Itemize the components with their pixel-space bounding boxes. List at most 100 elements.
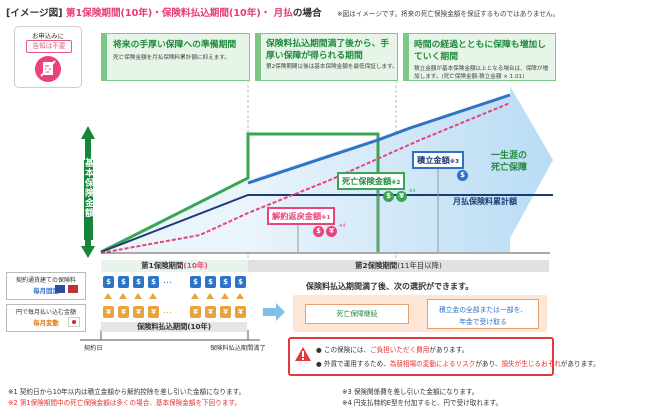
jpy-premium-icon: ¥ — [205, 306, 216, 318]
options-intro: 保険料払込期間満了後、次の選択ができます。 — [306, 282, 474, 291]
no-disclosure-notice: お申込みに 告知は不要 — [14, 26, 82, 88]
option-continue-coverage: 死亡保障継続 — [305, 304, 409, 324]
monthly-fixed-label: 毎月固定 — [33, 287, 59, 295]
footnote-4: ※4 円支払特約E型を付加すると、円で受け取れます。 — [342, 399, 503, 407]
phase3-title: 時間の経過とともに保障も増加していく期間 — [414, 40, 546, 62]
option-annuity: 積立金の全部または一部を、 年金で受け取る — [427, 299, 539, 329]
phase3-sub: 積立金額が基本保険金額以上となる場合は、保障が増加します。(死亡保険金額:積立金… — [414, 66, 549, 80]
option-annuity-line2: 年金で受け取る — [459, 318, 507, 326]
phase1-sub: 死亡保険金額を月払保険料累計額に抑えます。 — [113, 55, 230, 61]
death-note: ※2 — [391, 180, 401, 186]
warning2-mid: があり、 — [475, 360, 502, 368]
phase2-title: 保険料払込期間満了後から、手厚い保障が得られる期間 — [266, 39, 390, 61]
warning2-red2: 損失が生じるおそれ — [501, 360, 561, 368]
fund-text: 積立金額 — [417, 155, 450, 165]
warning-line2: ● 外貨で運用するため、為替相場の変動によるリスクがあり、損失が生じるおそれがあ… — [316, 360, 600, 368]
phase1-title: 将来の手厚い保障への準備期間 — [113, 40, 237, 50]
jpy-premium-icon: ¥ — [103, 306, 114, 318]
contract-currency-label: 契約通貨建ての保険料 — [15, 277, 76, 284]
usd-premium-icon: $ — [235, 276, 246, 288]
first-period-years: (10年) — [183, 261, 208, 270]
jpy-premium-icon: ¥ — [220, 306, 231, 318]
option-annuity-line1: 積立金の全部または一部を、 — [438, 306, 528, 314]
jpy-coin-icon: ¥ — [396, 191, 407, 202]
usd-coin-icon: $ — [383, 191, 394, 202]
jpy-premium-icon: ¥ — [235, 306, 246, 318]
usa-flag-icon — [68, 285, 78, 293]
header-paymode: 月払 — [273, 8, 293, 19]
header-title: [イメージ図] 第1保険期間(10年)・保険料払込期間(10年)・ 月払の場合 … — [6, 5, 559, 19]
phase-growth: 時間の経過とともに保障も増加していく期間 積立金額が基本保険金額以上となる場合は… — [403, 33, 556, 81]
usd-coin-icon: $ — [313, 226, 324, 237]
warning-line1: ● この保険には、ご負担いただく費用があります。 — [316, 346, 469, 354]
surrender-label: 解約返戻金額※1 — [267, 207, 336, 225]
arrow-up-icon — [119, 293, 127, 299]
warning1-red: ご負担いただく費用 — [370, 346, 430, 354]
lifetime-label: 一生涯の死亡保障 — [490, 151, 527, 173]
arrow-up-icon — [104, 293, 112, 299]
usd-premium-icon: $ — [190, 276, 201, 288]
risk-warning-box: ● この保険には、ご負担いただく費用があります。 ● 外貨で運用するため、為替相… — [288, 337, 600, 376]
usd-premium-icon: $ — [220, 276, 231, 288]
header-suffix: の場合 — [292, 8, 322, 19]
phase-preparation: 将来の手厚い保障への準備期間 死亡保険金額を月払保険料累計額に抑えます。 — [101, 33, 250, 81]
contract-date-label: 契約日 — [84, 345, 103, 352]
notice-line2: 告知は不要 — [26, 40, 72, 53]
usd-premium-icon: $ — [103, 276, 114, 288]
cumulative-label: 月払保険料累計額 — [453, 197, 517, 206]
usd-premium-icon: $ — [118, 276, 129, 288]
arrow-up-icon — [236, 293, 244, 299]
ellipsis-icon: … — [163, 306, 172, 316]
second-period-years: (11年目以降) — [397, 261, 442, 270]
contract-currency-box: 契約通貨建ての保険料 毎月固定 — [6, 272, 86, 300]
notice-line1: お申込みに — [32, 32, 64, 40]
arrow-up-icon — [221, 293, 229, 299]
ellipsis-icon: … — [163, 276, 172, 286]
fund-amount-label: 積立金額※3 — [412, 151, 464, 169]
jpy-premium-icon: ¥ — [133, 306, 144, 318]
jpy-premium-icon: ¥ — [148, 306, 159, 318]
options-panel: 死亡保障継続 積立金の全部または一部を、 年金で受け取る — [293, 295, 547, 332]
arrow-up-icon — [206, 293, 214, 299]
usd-premium-icon: $ — [133, 276, 144, 288]
payment-end-label: 保険料払込期間満了 — [210, 345, 266, 352]
second-period: 第2保険期間 — [355, 261, 398, 270]
usd-premium-icon: $ — [205, 276, 216, 288]
warning2-pre: 外貨で運用するため、 — [323, 360, 390, 368]
footnote-2: ※2 第1保険期間中の死亡保険金額は多くの場合、基本保険金額を下回ります。 — [8, 399, 241, 407]
death-benefit-label: 死亡保険金額※2 — [337, 172, 406, 190]
phase2-sub: 第2保険期間以後は基本保険金額を最低保証します。 — [266, 64, 398, 70]
arrow-up-icon — [191, 293, 199, 299]
header-note: ※図はイメージです。将来の死亡保険金額を保証するものではありません。 — [336, 10, 560, 18]
warning1-post: があります。 — [429, 346, 469, 354]
usd-coin-icon: $ — [457, 170, 468, 181]
warning1-pre: この保険には、 — [323, 346, 371, 354]
first-period-bar: 第1保険期間(10年) — [101, 260, 248, 272]
phase-protection: 保険料払込期間満了後から、手厚い保障が得られる期間 第2保険期間以後は基本保険金… — [255, 33, 398, 81]
fund-note: ※3 — [449, 159, 459, 165]
header-main: 第1保険期間(10年)・保険料払込期間(10年)・ — [65, 8, 271, 19]
arrow-up-icon — [149, 293, 157, 299]
axis-label: 基本保険金額 — [83, 158, 93, 218]
jpy-premium-icon: ¥ — [118, 306, 129, 318]
death-text: 死亡保険金額 — [342, 176, 392, 186]
usd-premium-icon: $ — [148, 276, 159, 288]
japan-flag-icon — [68, 317, 80, 327]
coin-note-2: ※4 — [409, 189, 416, 194]
surrender-text: 解約返戻金額 — [272, 211, 322, 221]
footnote-3: ※3 保険関係費を差し引いた金額になります。 — [342, 388, 479, 396]
warning-icon — [295, 347, 311, 361]
surrender-note: ※1 — [321, 215, 331, 221]
yen-amount-label: 円で毎月払い込む金額 — [15, 309, 76, 316]
no-document-icon — [35, 56, 61, 82]
second-period-bar: 第2保険期間(11年目以降) — [248, 260, 549, 272]
australia-flag-icon — [55, 285, 65, 293]
warning2-red1: 為替相場の変動によるリスク — [389, 360, 476, 368]
jpy-coin-icon: ¥ — [326, 226, 337, 237]
header-prefix: [イメージ図] — [6, 8, 63, 19]
warning2-post: があります。 — [560, 360, 600, 368]
premium-payment-bar: 保険料払込期間(10年) — [101, 322, 247, 332]
axis-label-bg — [84, 160, 93, 240]
first-period: 第1保険期間 — [141, 261, 184, 270]
coin-note-1: ※4 — [339, 224, 346, 229]
